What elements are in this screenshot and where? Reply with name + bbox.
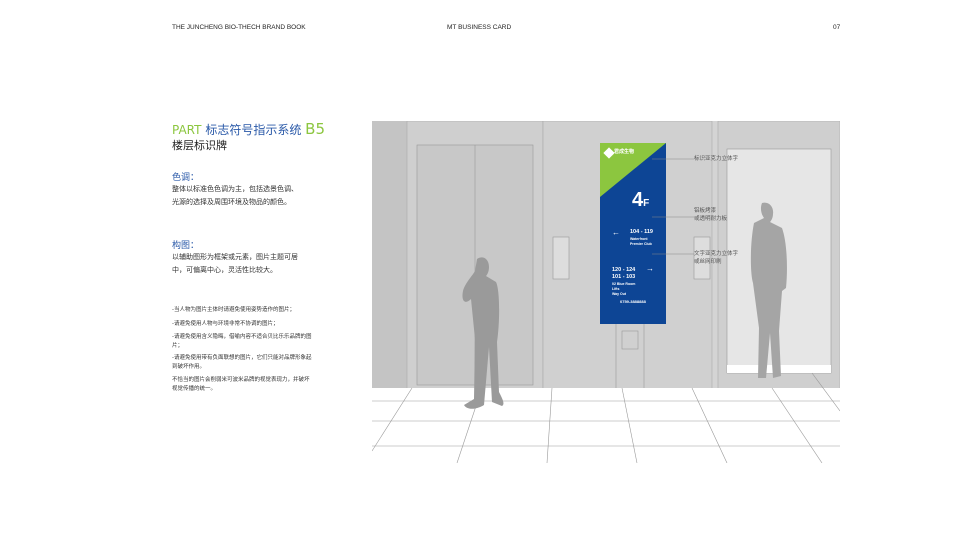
arrow-right-icon: → (646, 264, 654, 273)
page-title: PART 标志符号指示系统 B5 (172, 120, 325, 138)
sign-dest: Way Out (612, 292, 627, 296)
person-silhouette (462, 257, 504, 409)
note-item: -当人物为图片主体时请避免使用姿势造作的图片； (172, 307, 295, 313)
page-number: 07 (833, 24, 841, 31)
color-tone-heading: 色调： (172, 173, 200, 183)
color-tone-line: 整体以标准色色调为主，包括选景色调、 (172, 185, 298, 193)
note-item: -请避免使用人物与环境非常不协调的图片； (172, 321, 279, 327)
person-silhouette (750, 202, 787, 378)
sign-left-range: 104 - 119 (630, 229, 653, 235)
composition-heading: 构图： (172, 241, 200, 251)
section-code: B5 (305, 120, 325, 138)
sign-floor-suffix: F (643, 198, 650, 209)
note-item: -请避免使用带有负面联想的图片，它们只能对品牌形象起到破坏作用。 (172, 355, 312, 370)
title-cn: 标志符号指示系统 (205, 123, 302, 137)
callout-label: 铝板烤漆或透明耐力板 (694, 208, 728, 222)
note-item: -请避免使用含义隐晦，借喻内容不适合贝比乐乐品牌的图片； (172, 334, 312, 349)
sign-dest: 02 Blue Room (612, 282, 636, 286)
composition-line: 以辅助图形为框架或元素，图片主题可居 (172, 253, 298, 261)
composition-line: 中，可偏离中心，灵活性比较大。 (172, 266, 277, 274)
sign-floor: 4 (632, 189, 644, 211)
part-label: PART (172, 123, 202, 137)
sign-dest: Premier Club (630, 242, 652, 246)
callout-label: 文字亚克力立体字或丝网印刷 (694, 251, 739, 265)
callout-label: 标识亚克力立体字 (694, 156, 739, 162)
color-tone-line: 光源的选择及周围环境及物品的颜色。 (172, 198, 291, 206)
elevator-illustration (372, 121, 840, 463)
sign-right-range: 101 - 103 (612, 274, 636, 280)
floor-sign (600, 143, 666, 324)
sign-dest: Waterfront (630, 237, 648, 241)
book-title: THE JUNCHENG BIO-THECH BRAND BOOK (172, 24, 306, 31)
section-name: MT BUSINESS CARD (447, 24, 512, 31)
sign-brand: 君成生物 (614, 149, 635, 155)
sign-right-range: 120 - 124 (612, 267, 636, 273)
sign-dest: Lifts (612, 287, 620, 291)
page-subtitle: 楼层标识牌 (172, 139, 227, 152)
note-item: 不恰当的图片会削弱米可波米品牌的视觉表现力，并破坏视觉传播的统一。 (172, 377, 310, 392)
sign-phone: 0759-3888888 (620, 299, 646, 304)
arrow-left-icon: ← (612, 228, 620, 237)
